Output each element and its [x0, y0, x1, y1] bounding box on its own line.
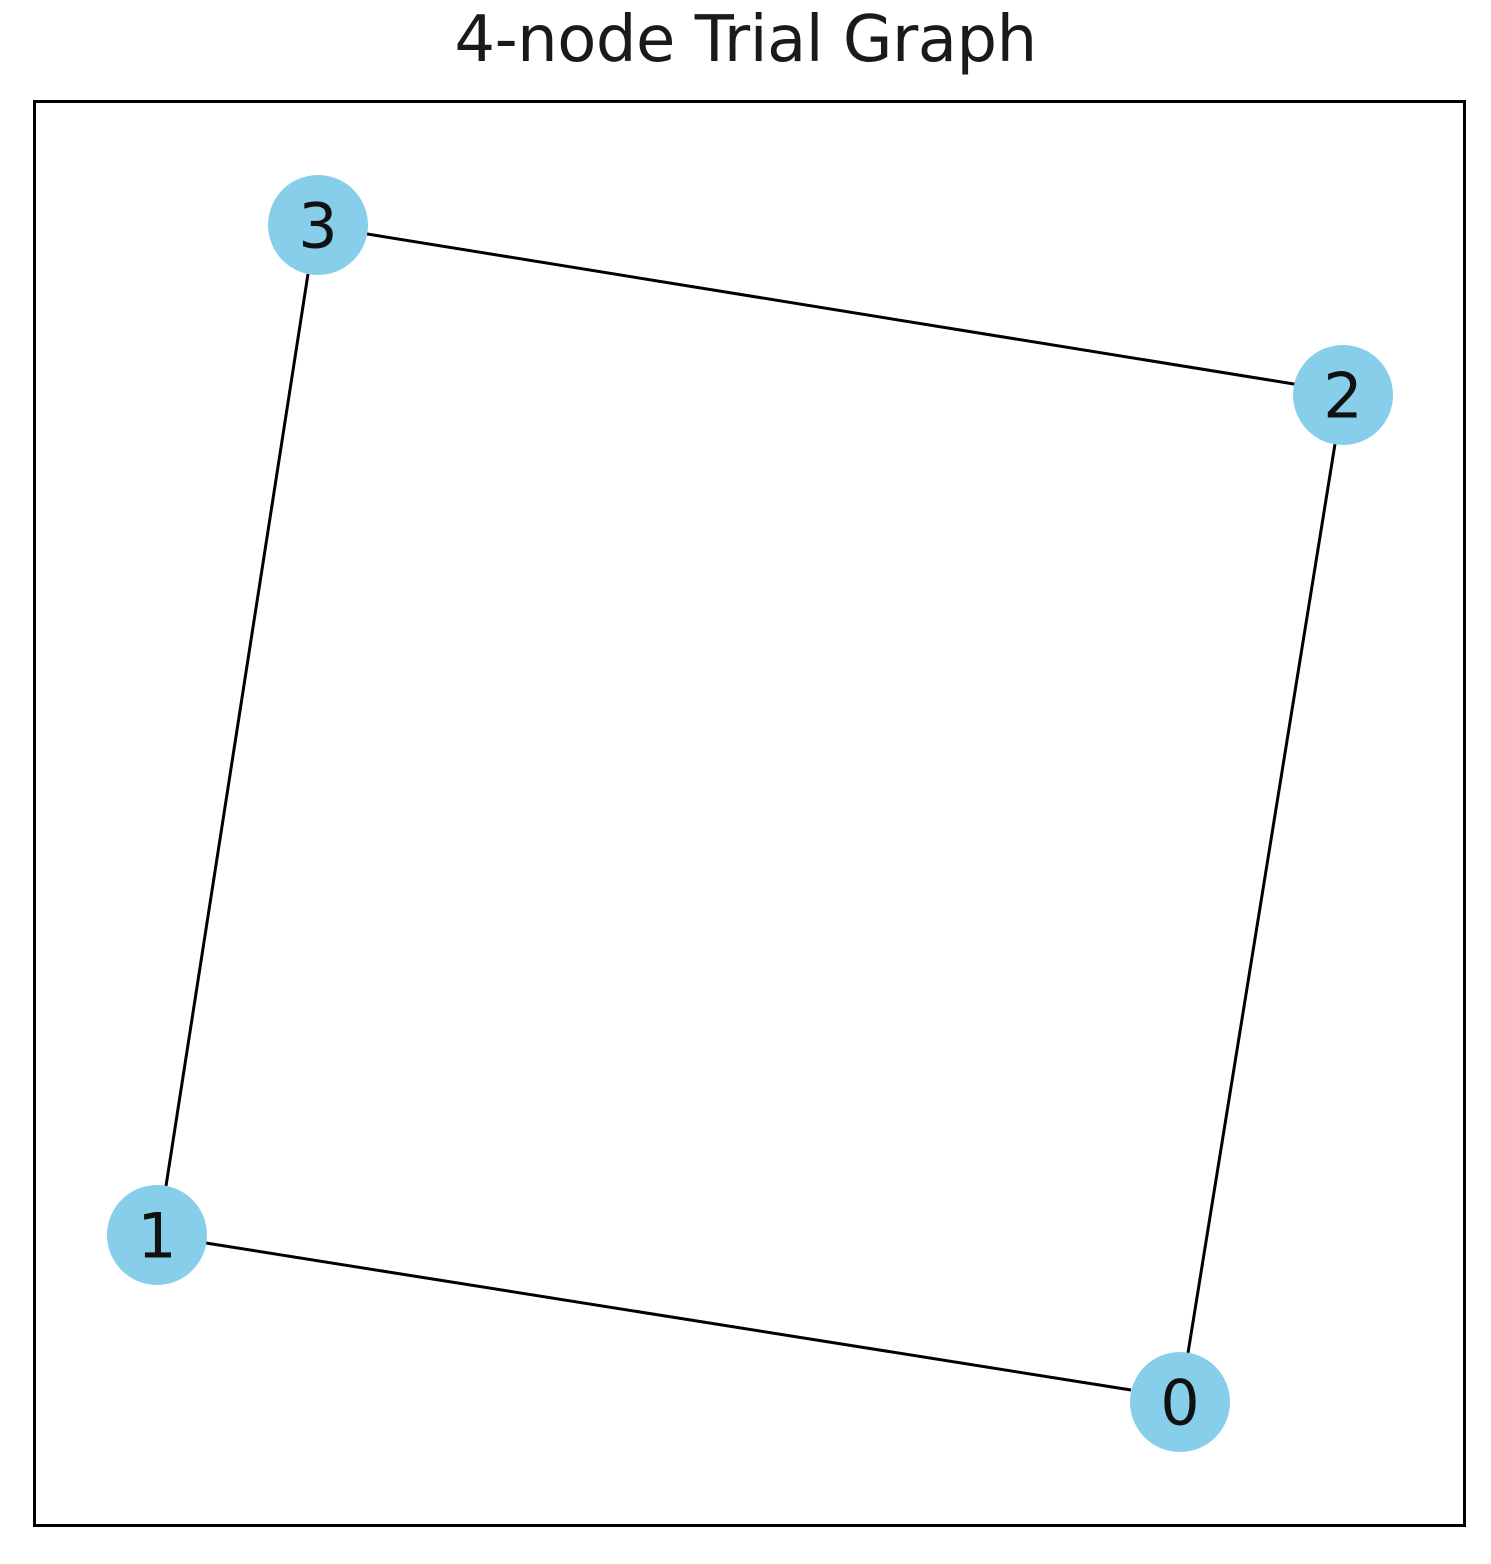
graph-edge	[164, 273, 310, 1187]
graph-node-circle-3[interactable]	[268, 175, 368, 275]
graph-node-label-0: 0	[1160, 1367, 1199, 1440]
page-title: 4-node Trial Graph	[454, 3, 1037, 77]
graph-edge	[354, 230, 1301, 387]
graph-nodes-layer: 0 1 2 3	[107, 175, 1393, 1452]
graph-node-1[interactable]: 1	[107, 1185, 207, 1285]
graph-node-label-3: 3	[298, 190, 337, 263]
graph-node-circle-0[interactable]	[1130, 1352, 1230, 1452]
graph-node-3[interactable]: 3	[268, 175, 368, 275]
graph-node-circle-2[interactable]	[1293, 345, 1393, 445]
graph-edge	[1186, 443, 1337, 1354]
plot-axes-frame	[33, 100, 1466, 1527]
graph-node-2[interactable]: 2	[1293, 345, 1393, 445]
graph-node-circle-1[interactable]	[107, 1185, 207, 1285]
graph-node-0[interactable]: 0	[1130, 1352, 1230, 1452]
graph-edge	[205, 1241, 1132, 1392]
graph-node-label-2: 2	[1323, 360, 1362, 433]
graph-node-label-1: 1	[137, 1200, 176, 1273]
graph-edges-layer	[164, 230, 1337, 1392]
